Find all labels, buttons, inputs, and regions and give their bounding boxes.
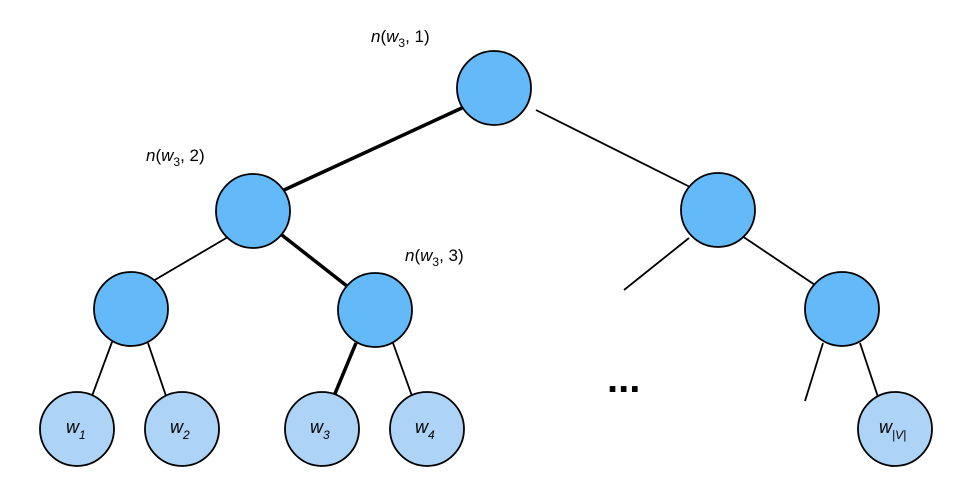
internal-node-right (680, 172, 756, 248)
internal-node-n2 (215, 173, 291, 249)
leaf-nodes (39, 391, 933, 467)
tree-edges (91, 105, 879, 402)
edge-root-left-path (283, 105, 465, 192)
edge-right-right (741, 235, 822, 290)
edge-to-w4 (392, 342, 413, 397)
leaf-node-w2 (144, 391, 220, 467)
edge-right-partial (623, 237, 690, 291)
leaf-node-w4 (389, 391, 465, 467)
internal-node-n3 (337, 272, 413, 348)
node-label-n-w3-2: n(w3, 2) (146, 146, 205, 169)
edge-to-wV (859, 342, 879, 398)
leaf-label-w4: w4 (415, 417, 435, 442)
internal-node-right-right (804, 271, 880, 347)
leaf-label-w3: w3 (310, 417, 330, 442)
leaf-node-wV (857, 391, 933, 467)
ellipsis: ... (607, 357, 640, 401)
edge-to-w2 (147, 342, 167, 397)
edge-root-right (535, 109, 691, 188)
edge-to-w1 (91, 341, 113, 397)
leaf-label-wV: w|V| (879, 417, 906, 442)
internal-nodes (93, 50, 880, 348)
root-node (456, 50, 532, 126)
leaf-label-w1: w1 (66, 417, 86, 442)
internal-node-left-left (93, 271, 169, 347)
leaf-node-w3 (284, 391, 360, 467)
edge-to-w3-path (332, 342, 358, 397)
leaf-label-w2: w2 (170, 417, 190, 442)
node-label-n-w3-1: n(w3, 1) (371, 27, 430, 50)
edge-n2-left (152, 236, 229, 282)
leaf-node-w1 (39, 391, 115, 467)
edge-n2-n3-path (276, 230, 354, 292)
edge-rr-partial (804, 342, 824, 402)
node-label-n-w3-3: n(w3, 3) (405, 246, 464, 269)
